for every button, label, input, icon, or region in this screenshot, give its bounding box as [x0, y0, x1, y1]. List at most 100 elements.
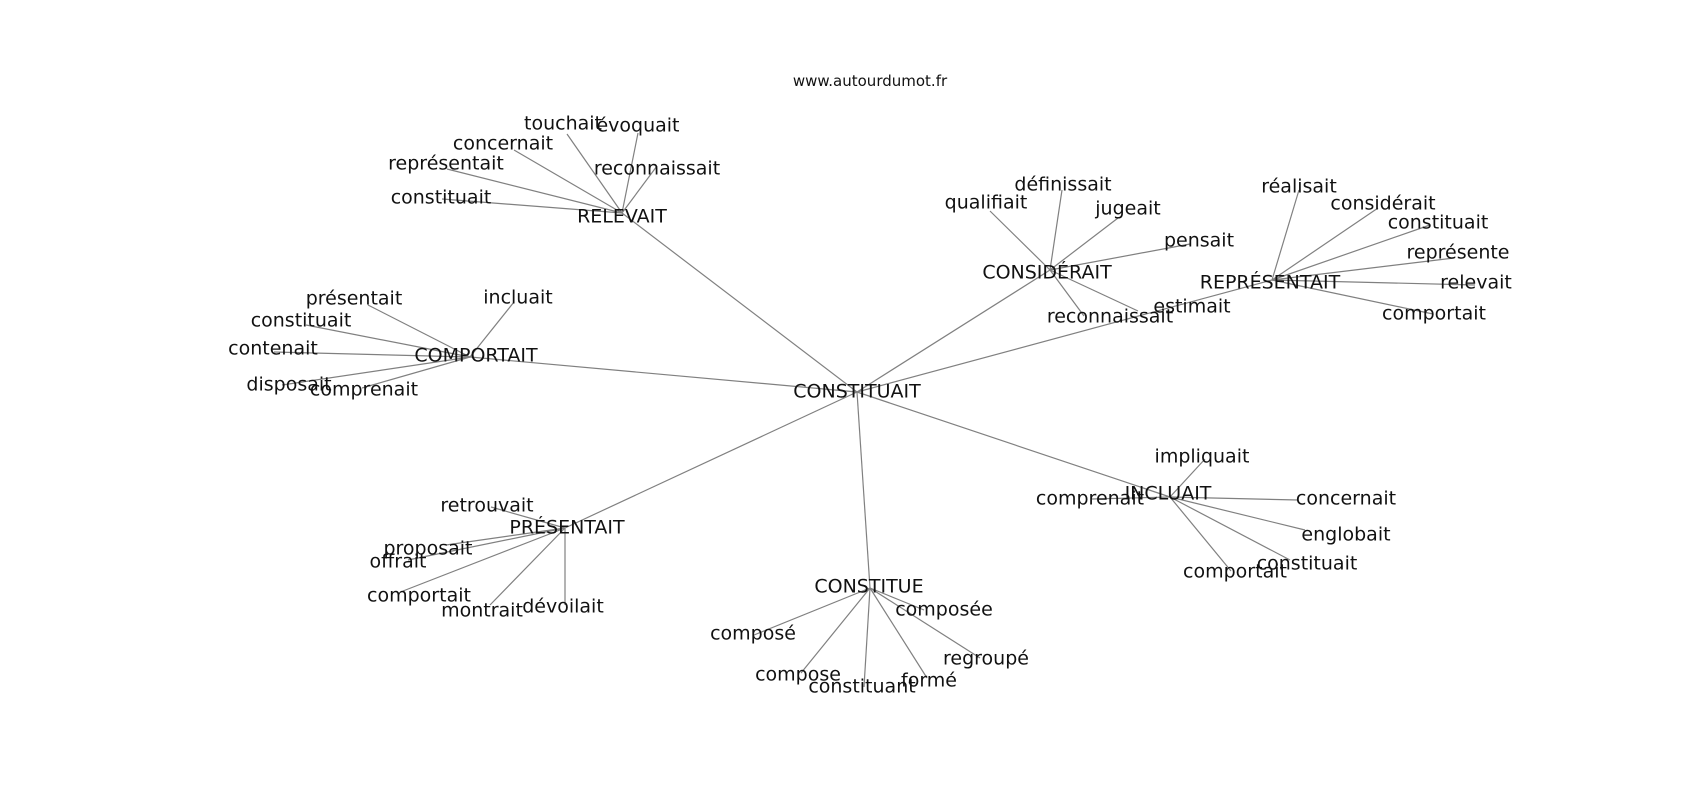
- edge-constitue-regroupe: [869, 587, 981, 659]
- hub-node-presentait: PRÉSENTAIT: [509, 516, 625, 539]
- edge-presentait-retrouvait: [490, 506, 566, 529]
- leaf-node-constitue-composee: composée: [895, 599, 993, 621]
- leaf-node-representait-considerait: considérait: [1330, 193, 1435, 215]
- leaf-node-presentait-comportait: comportait: [367, 585, 471, 607]
- edge-center-presentait: [564, 391, 858, 529]
- leaf-node-constitue-constituant: constituant: [808, 676, 915, 698]
- edge-comportait-incluait: [469, 301, 515, 358]
- leaf-node-incluait-comprenait: comprenait: [1036, 488, 1144, 510]
- edge-considerait-definissait: [1049, 189, 1063, 271]
- edge-constitue-compose: [753, 587, 871, 636]
- edge-center-comportait: [469, 356, 858, 393]
- leaf-node-presentait-montrait: montrait: [441, 600, 523, 622]
- edge-representait-realisait: [1271, 189, 1300, 281]
- edge-relevait-representait: [446, 168, 623, 214]
- hub-node-comportait: COMPORTAIT: [414, 345, 538, 367]
- edge-comportait-disposait: [281, 356, 471, 386]
- hub-node-incluait: INCLUAIT: [1125, 483, 1212, 505]
- edge-incluait-englobait: [1169, 496, 1306, 531]
- hub-node-constitue: CONSTITUE: [814, 576, 923, 598]
- leaf-node-incluait-concernait: concernait: [1296, 488, 1396, 510]
- leaf-node-incluait-constituait: constituait: [1257, 553, 1358, 575]
- leaf-node-representait-relevait: relevait: [1440, 272, 1512, 294]
- leaf-node-presentait-retrouvait: retrouvait: [440, 495, 533, 517]
- edge-representait-comportait: [1271, 279, 1434, 315]
- leaf-node-considerait-estimait: estimait: [1153, 296, 1230, 318]
- edge-considerait-jugeait: [1049, 217, 1119, 271]
- leaf-node-constitue-compose: compose: [755, 664, 841, 686]
- leaf-node-relevait-reconnaissait: reconnaissait: [594, 158, 720, 180]
- edge-constitue-compose: [800, 587, 871, 674]
- edge-presentait-montrait: [489, 527, 566, 606]
- leaf-node-representait-comportait: comportait: [1382, 303, 1486, 325]
- edge-center-constitue: [856, 391, 871, 589]
- leaf-node-comportait-presentait: présentait: [306, 288, 403, 310]
- leaf-node-representait-realisait: réalisait: [1261, 176, 1337, 198]
- leaf-node-incluait-comportait: comportait: [1183, 561, 1287, 583]
- leaf-node-considerait-pensait: pensait: [1164, 230, 1234, 252]
- edge-representait-represente: [1271, 257, 1455, 281]
- leaf-node-representait-constituait: constituait: [1388, 212, 1489, 234]
- hub-node-representait: REPRÉSENTAIT: [1200, 271, 1341, 294]
- leaf-node-relevait-constituait: constituait: [391, 187, 492, 209]
- site-title: www.autourdumot.fr: [792, 72, 948, 90]
- leaf-node-considerait-definissait: définissait: [1014, 174, 1111, 196]
- leaf-node-considerait-reconnaissait: reconnaissait: [1047, 306, 1173, 328]
- leaf-node-presentait-devoilait: dévoilait: [522, 596, 604, 618]
- leaf-node-comportait-contenait: contenait: [228, 338, 318, 360]
- edge-presentait-offrait: [407, 527, 566, 561]
- edge-considerait-estimait: [1049, 269, 1139, 312]
- edge-presentait-proposait: [445, 527, 566, 546]
- edge-relevait-touchait: [566, 133, 623, 214]
- hub-node-considerait: CONSIDÉRAIT: [982, 261, 1112, 284]
- edge-representait-considerait: [1271, 207, 1379, 281]
- edge-constitue-constituant: [863, 587, 871, 688]
- leaf-node-constitue-regroupe: regroupé: [943, 648, 1029, 670]
- edge-constitue-forme: [869, 587, 928, 679]
- edge-comportait-presentait: [367, 304, 471, 358]
- edge-comportait-contenait: [273, 351, 471, 358]
- leaf-node-considerait-qualifiait: qualifiait: [945, 192, 1028, 214]
- leaf-node-relevait-concernait: concernait: [453, 133, 553, 155]
- edge-incluait-constituait: [1169, 496, 1291, 561]
- leaf-node-constitue-compose: composé: [710, 623, 796, 645]
- edge-considerait-qualifiait: [989, 210, 1051, 271]
- edge-relevait-constituait: [441, 198, 623, 214]
- leaf-node-considerait-jugeait: jugeait: [1094, 198, 1160, 220]
- edge-center-considerait: [856, 269, 1051, 393]
- edge-center-incluait: [856, 391, 1171, 498]
- leaf-node-relevait-touchait: touchait: [524, 113, 602, 135]
- graph-edges: [273, 132, 1476, 688]
- edge-presentait-comportait: [402, 527, 566, 592]
- leaf-node-presentait-offrait: offrait: [370, 551, 427, 573]
- center-node: CONSTITUAIT: [793, 381, 921, 403]
- edge-incluait-comportait: [1169, 496, 1232, 572]
- leaf-node-constitue-forme: formé: [901, 670, 957, 692]
- edge-center-representait: [856, 279, 1273, 393]
- edge-relevait-evoquait: [621, 132, 639, 214]
- edge-considerait-pensait: [1049, 243, 1191, 271]
- leaf-node-relevait-evoquait: évoquait: [596, 115, 679, 137]
- leaf-node-relevait-representait: représentait: [388, 153, 504, 175]
- leaf-node-comportait-comprenait: comprenait: [310, 379, 418, 401]
- leaf-node-comportait-disposait: disposait: [246, 374, 331, 396]
- leaf-node-incluait-impliquait: impliquait: [1155, 446, 1250, 468]
- leaf-node-comportait-incluait: incluait: [483, 287, 552, 309]
- edge-comportait-constituait: [305, 324, 471, 358]
- leaf-node-representait-represente: représente: [1407, 242, 1510, 264]
- edge-representait-constituait: [1271, 224, 1431, 281]
- edge-center-relevait: [621, 212, 858, 393]
- edge-constitue-composee: [869, 587, 925, 611]
- edge-incluait-concernait: [1169, 496, 1299, 501]
- leaf-node-comportait-constituait: constituait: [251, 310, 352, 332]
- edge-relevait-reconnaissait: [621, 165, 658, 214]
- leaf-node-incluait-englobait: englobait: [1301, 524, 1390, 546]
- hub-node-relevait: RELEVAIT: [577, 206, 667, 228]
- edge-relevait-concernait: [513, 149, 623, 214]
- edge-incluait-impliquait: [1169, 458, 1206, 498]
- edge-representait-relevait: [1271, 279, 1476, 286]
- edge-comportait-comprenait: [361, 356, 471, 389]
- edge-incluait-comprenait: [1091, 496, 1171, 500]
